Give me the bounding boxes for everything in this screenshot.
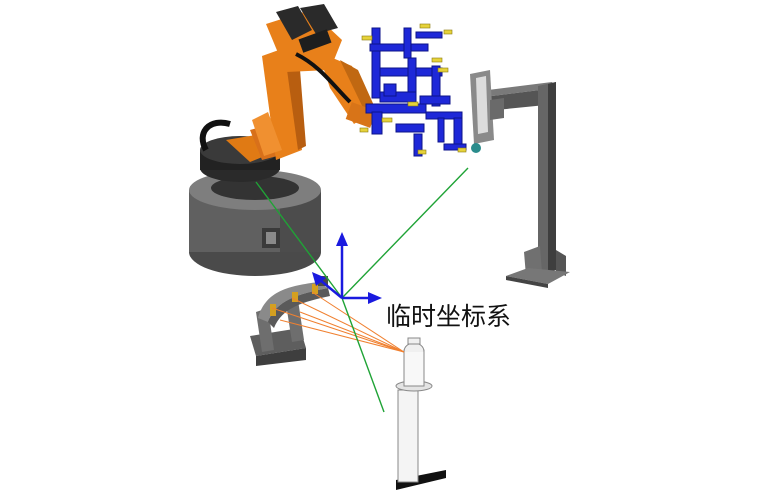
measurement-lines [255, 167, 469, 413]
robot-pedestal [189, 170, 321, 276]
frame-label: 临时坐标系 [386, 302, 511, 331]
coordinate-frame: 临时坐标系 [312, 232, 511, 331]
y-axis-arrowhead [312, 272, 326, 286]
gripper-fixture [365, 27, 467, 157]
support-column [470, 70, 570, 288]
y-axis [319, 279, 343, 299]
z-axis-arrowhead [336, 232, 348, 246]
industrial-robot-arm [199, 4, 377, 182]
x-axis-arrowhead [368, 292, 382, 304]
laser-rays [271, 291, 405, 353]
gripper-clamps [359, 23, 467, 155]
laser-tracker-stand [395, 337, 446, 490]
workpiece-fixture [250, 276, 330, 366]
